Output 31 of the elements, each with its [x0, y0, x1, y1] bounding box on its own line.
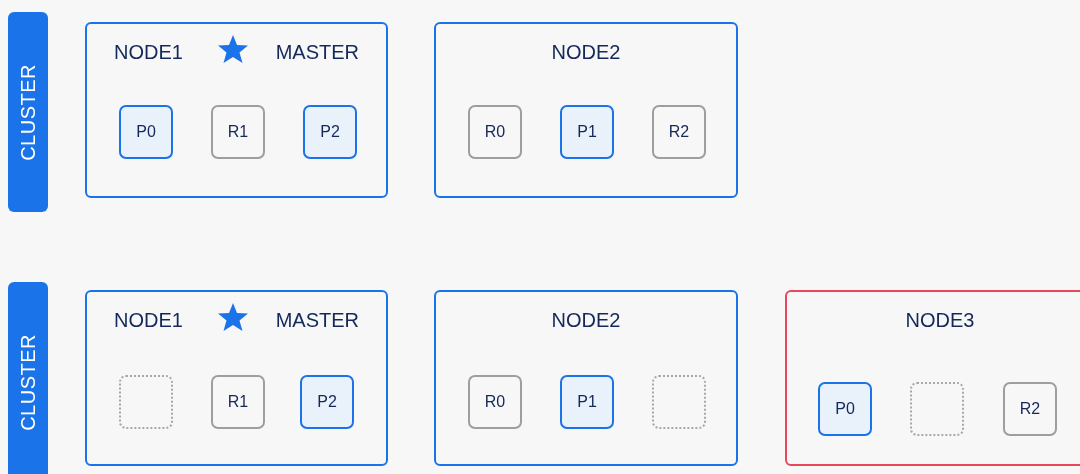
replica-shard: R1: [211, 375, 265, 429]
node-box: [434, 290, 738, 466]
primary-shard: P0: [119, 105, 173, 159]
cluster-label: CLUSTER: [16, 63, 40, 161]
node-box: [785, 290, 1080, 466]
role-label: MASTER: [275, 309, 359, 332]
primary-shard: P1: [560, 375, 614, 429]
cluster-label-bar: [8, 282, 48, 474]
node-name: NODE3: [904, 309, 976, 332]
cluster-label: CLUSTER: [16, 333, 40, 431]
primary-shard: P2: [303, 105, 357, 159]
replica-shard: R0: [468, 105, 522, 159]
node-box: [434, 22, 738, 198]
replica-shard: R0: [468, 375, 522, 429]
node-name: NODE2: [550, 309, 622, 332]
replica-shard: R2: [652, 105, 706, 159]
node-box: [85, 290, 388, 466]
role-label: MASTER: [275, 41, 359, 64]
replica-shard: R2: [1003, 382, 1057, 436]
node-name: NODE1: [114, 41, 183, 64]
empty-shard-slot: [119, 375, 173, 429]
empty-shard-slot: [910, 382, 964, 436]
node-name: NODE1: [114, 309, 183, 332]
primary-shard: P0: [818, 382, 872, 436]
cluster-label-bar: [8, 12, 48, 212]
primary-shard: P2: [300, 375, 354, 429]
primary-shard: P1: [560, 105, 614, 159]
empty-shard-slot: [652, 375, 706, 429]
node-name: NODE2: [550, 41, 622, 64]
replica-shard: R1: [211, 105, 265, 159]
node-box: [85, 22, 388, 198]
